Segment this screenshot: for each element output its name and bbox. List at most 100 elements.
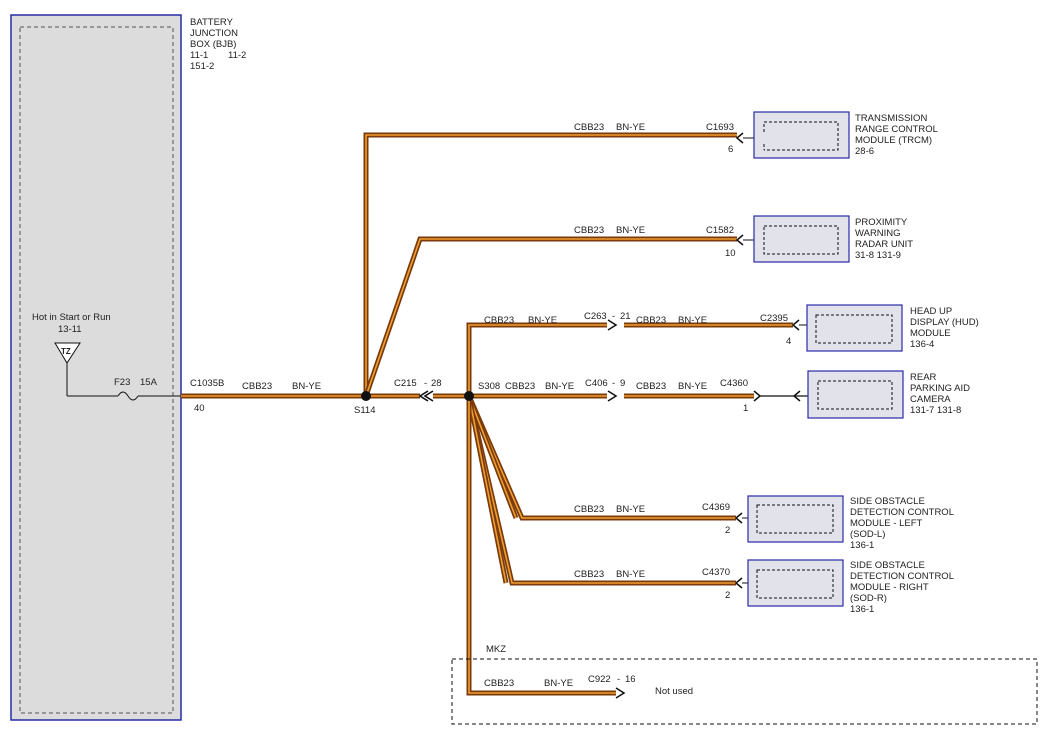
hud-circuit-a: CBB23: [484, 315, 514, 326]
camera-connector-icon: [753, 390, 808, 402]
wire-sodr-inner-core: [468, 395, 507, 584]
trcm-line-1: TRANSMISSION: [855, 113, 927, 124]
mkz-option-box: [451, 658, 1038, 725]
sodl-color: BN-YE: [616, 504, 645, 515]
camera-line-2: PARKING AID: [910, 383, 970, 394]
s308-label: S308: [478, 381, 500, 392]
radar-line-3: RADAR UNIT: [855, 239, 913, 250]
c263-dash: -: [612, 311, 615, 322]
hot-in-ref: 13-11: [58, 324, 82, 335]
radar-module: [753, 215, 850, 263]
mkz-label: MKZ: [486, 644, 506, 655]
c922-label: C922: [588, 674, 611, 685]
sodr-line-1: SIDE OBSTACLE: [850, 560, 925, 571]
bjb-ref-1a: 11-1: [190, 50, 208, 61]
camera-line-4: 131-7 131-8: [910, 405, 961, 416]
trcm-line-4: 28-6: [855, 146, 874, 157]
mkz-color: BN-YE: [544, 678, 573, 689]
c406-dash: -: [612, 378, 615, 389]
sodr-connector: C4370: [702, 567, 730, 578]
c406-pin: 9: [620, 378, 625, 389]
main-color: BN-YE: [292, 381, 321, 392]
radar-connector-icon: [735, 234, 754, 246]
trcm-module: [753, 111, 850, 159]
bjb-title-1: BATTERY: [190, 17, 234, 28]
sodl-line-3: MODULE - LEFT: [850, 518, 923, 529]
fuse-icon: [117, 391, 181, 401]
sodr-line-5: 136-1: [850, 604, 874, 615]
trcm-line-3: MODULE (TRCM): [855, 135, 932, 146]
fuse-rating: 15A: [140, 377, 158, 388]
radar-pin: 10: [725, 248, 736, 259]
tz-label: TZ: [61, 347, 71, 356]
mkz-note: Not used: [655, 686, 693, 697]
c1035b-pin: 40: [194, 403, 205, 414]
camera-circuit: CBB23: [636, 381, 666, 392]
camera-connector: C4360: [720, 378, 748, 389]
wire-harness: [181, 132, 793, 696]
wire-hud-a-core: [468, 324, 607, 396]
trcm-connector: C1693: [706, 122, 734, 133]
c215-connector-icon: [418, 390, 434, 402]
sodr-module: [747, 559, 844, 607]
trcm-connector-icon: [735, 132, 754, 144]
hud-line-1: HEAD UP: [910, 306, 952, 317]
hud-line-4: 136-4: [910, 339, 934, 350]
sodl-connector: C4369: [702, 502, 730, 513]
sodl-line-4: (SOD-L): [850, 529, 885, 540]
c215-label: C215: [394, 378, 417, 389]
trcm-line-2: RANGE CONTROL: [855, 124, 938, 135]
c922-dash: -: [617, 674, 620, 685]
c406-connector-icon: [607, 390, 618, 402]
trcm-pin: 6: [728, 144, 733, 155]
radar-line-2: WARNING: [855, 228, 901, 239]
fuse-label: F23: [114, 377, 130, 388]
sodl-pin: 2: [725, 525, 730, 536]
s308-color: BN-YE: [545, 381, 574, 392]
wire-mkz-core: [468, 396, 616, 694]
hud-color-a: BN-YE: [528, 315, 557, 326]
mkz-circuit: CBB23: [484, 678, 514, 689]
radar-circuit: CBB23: [574, 225, 604, 236]
wire-trcm: [363, 132, 737, 396]
hud-line-2: DISPLAY (HUD): [910, 317, 979, 328]
hot-in-label: Hot in Start or Run: [32, 312, 111, 323]
c1035b-label: C1035B: [190, 378, 224, 389]
radar-color: BN-YE: [616, 225, 645, 236]
sodl-module: [747, 495, 844, 543]
hud-connector: C2395: [760, 313, 788, 324]
s308-splice-dot: [464, 391, 474, 401]
radar-connector: C1582: [706, 225, 734, 236]
camera-line-1: REAR: [910, 372, 937, 383]
bjb-ref-2: 151-2: [190, 61, 214, 72]
sodl-line-5: 136-1: [850, 540, 874, 551]
radar-line-1: PROXIMITY: [855, 217, 908, 228]
sodr-line-3: MODULE - RIGHT: [850, 582, 929, 593]
hud-pin: 4: [786, 336, 791, 347]
sodl-circuit: CBB23: [574, 504, 604, 515]
sodr-connector-icon: [734, 577, 748, 589]
sodl-line-2: DETECTION CONTROL: [850, 507, 954, 518]
tz-power-icon: TZ: [54, 342, 118, 397]
c263-pin: 21: [620, 311, 631, 322]
radar-line-4: 31-8 131-9: [855, 250, 901, 261]
sodl-connector-icon: [734, 512, 748, 524]
hud-module: [806, 304, 903, 352]
sodr-color: BN-YE: [616, 569, 645, 580]
c215-pin: 28: [431, 378, 442, 389]
hud-circuit-b: CBB23: [636, 315, 666, 326]
c922-connector-icon: [615, 687, 626, 699]
c215-dash: -: [424, 378, 427, 389]
hud-line-3: MODULE: [910, 328, 951, 339]
wire-sodl-inner-core: [468, 395, 517, 519]
wire-trcm-core: [365, 134, 737, 396]
bjb-title-3: BOX (BJB): [190, 39, 236, 50]
wire-radar-core: [365, 238, 737, 397]
bjb-ref-1b: 11-2: [228, 50, 246, 61]
battery-junction-box: [10, 14, 182, 721]
sodr-circuit: CBB23: [574, 569, 604, 580]
hud-color-b: BN-YE: [678, 315, 707, 326]
camera-color: BN-YE: [678, 381, 707, 392]
s308-circuit: CBB23: [505, 381, 535, 392]
